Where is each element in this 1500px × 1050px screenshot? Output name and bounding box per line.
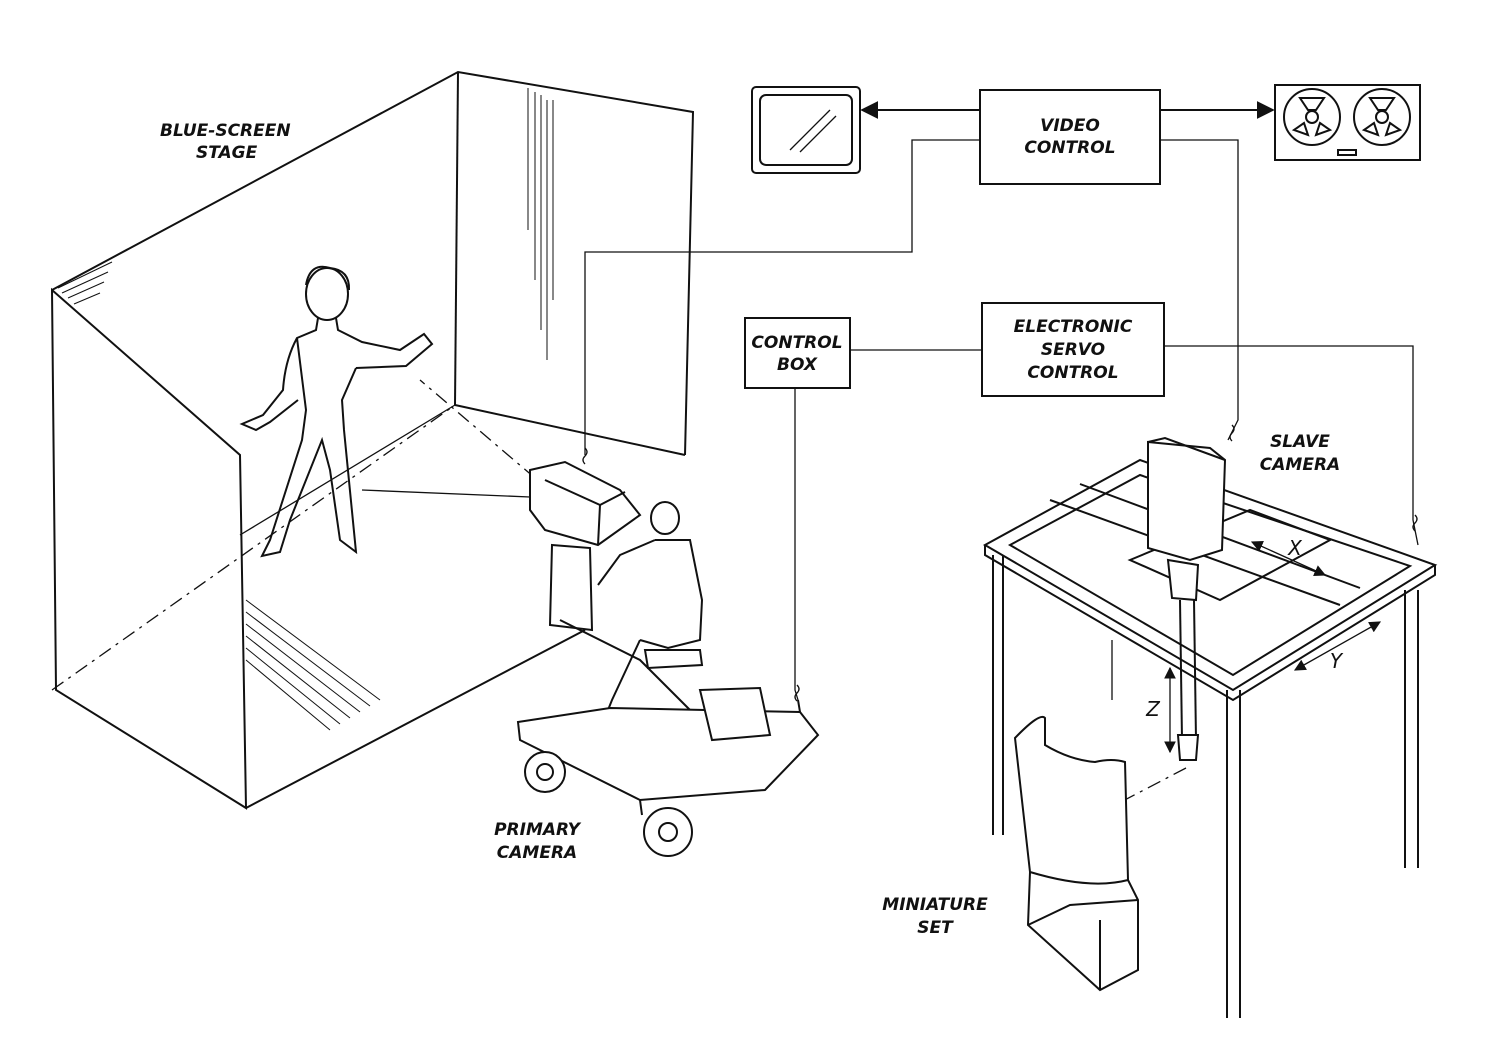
video-control-label-line2: CONTROL [1024, 138, 1115, 158]
camera-to-video-cable [584, 139, 980, 455]
control-box [744, 317, 851, 389]
stage-label-line2: STAGE [196, 143, 258, 163]
miniature-set-label-line1: MINIATURE [882, 895, 988, 915]
slave-camera-label-line2: CAMERA [1260, 455, 1340, 475]
video-control-label-line1: VIDEO [1040, 116, 1100, 136]
slave-camera-label-line1: SLAVE [1270, 432, 1330, 452]
actor-figure [239, 265, 434, 558]
servo-label-line1: ELECTRONIC [1014, 317, 1133, 337]
axis-z-label: Z [1145, 697, 1161, 721]
servo-label-line2: SERVO [1041, 340, 1105, 360]
x-axis-arrow [1250, 541, 1327, 576]
control-box-label-line2: BOX [777, 355, 818, 375]
axis-x-label: X [1287, 536, 1303, 560]
video-control-box [979, 89, 1161, 185]
servo-label-line3: CONTROL [1027, 363, 1118, 383]
blue-screen-stage [50, 70, 695, 810]
control-box-label-line1: CONTROL [751, 333, 842, 353]
primary-camera-label-line2: CAMERA [497, 843, 577, 863]
axis-y-label: Y [1330, 649, 1344, 673]
stage-label-line1: BLUE-SCREEN [160, 121, 291, 141]
primary-camera-label-line1: PRIMARY [494, 820, 581, 840]
video-to-slave-cable [1160, 139, 1239, 441]
slave-camera-rig [982, 436, 1438, 1018]
miniature-set-label-line2: SET [917, 918, 954, 938]
video-monitor [751, 86, 861, 174]
control-to-dolly-cable [794, 388, 799, 701]
y-axis-arrow [1293, 621, 1382, 671]
primary-camera-dolly [516, 460, 820, 857]
video-tape-recorder [1274, 84, 1421, 161]
servo-to-table-cable [1164, 345, 1419, 546]
miniature-set [1013, 716, 1139, 992]
